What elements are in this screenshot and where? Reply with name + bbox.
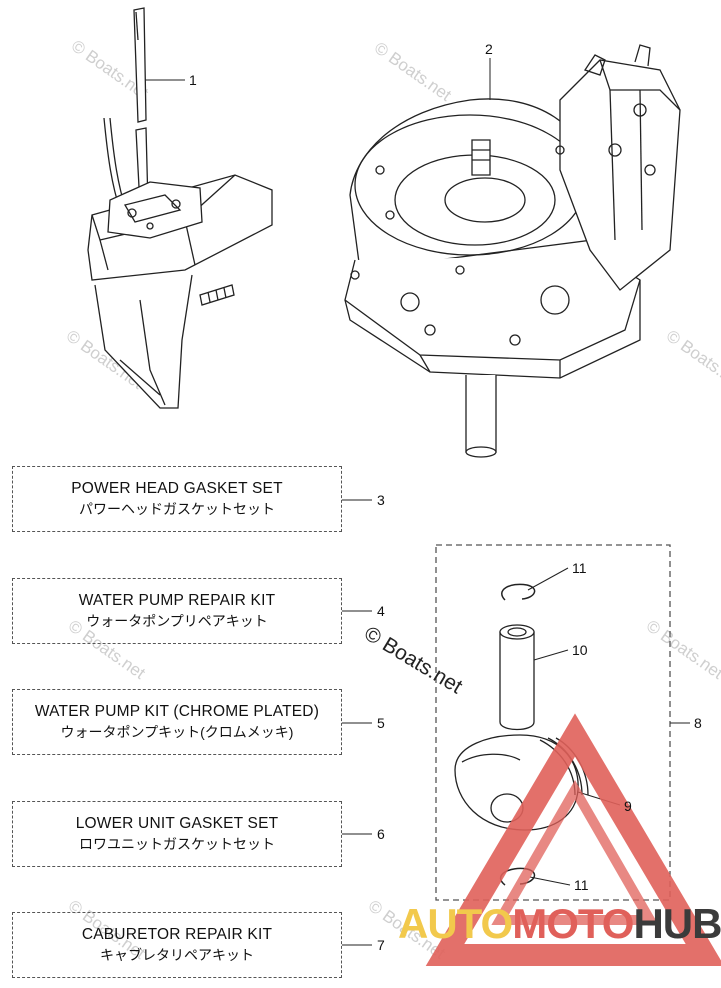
kit-title-en: LOWER UNIT GASKET SET (75, 815, 279, 832)
kit-title-en: CABURETOR REPAIR KIT (81, 926, 273, 943)
piston-pin (499, 624, 535, 731)
kit-title-jp: ウォータポンプリペアキット (86, 613, 268, 629)
lower-unit-drawing (87, 7, 273, 409)
power-head-drawing (344, 44, 681, 458)
kit-title-en: WATER PUMP KIT (CHROME PLATED) (34, 703, 320, 720)
kit-title-en: WATER PUMP REPAIR KIT (78, 592, 276, 609)
callout-4: 4 (377, 603, 385, 619)
brand-wordmark: AUTOMOTOHUB (398, 900, 721, 948)
brand-triangle-logo (425, 713, 721, 966)
callout-11-top: 11 (572, 560, 587, 576)
kit-title-jp: キャブレタリペアキット (100, 947, 254, 963)
kit-title-jp: パワーヘッドガスケットセット (79, 501, 275, 517)
kit-box-power-head-gasket: POWER HEAD GASKET SET パワーヘッドガスケットセット (12, 466, 342, 532)
kit-box-carburetor-repair: CABURETOR REPAIR KIT キャブレタリペアキット (12, 912, 342, 978)
callout-10: 10 (572, 642, 588, 658)
callout-8: 8 (694, 715, 702, 731)
callout-6: 6 (377, 826, 385, 842)
callout-7: 7 (377, 937, 385, 953)
kit-box-water-pump-repair: WATER PUMP REPAIR KIT ウォータポンプリペアキット (12, 578, 342, 644)
brand-part-hub: HUB (633, 900, 721, 947)
callout-11-bottom: 11 (574, 877, 589, 893)
kit-title-jp: ウォータポンプキット(クロムメッキ) (60, 724, 294, 740)
callout-9: 9 (624, 798, 632, 814)
callout-5: 5 (377, 715, 385, 731)
brand-part-moto: MOTO (512, 900, 634, 947)
kit-title-en: POWER HEAD GASKET SET (71, 480, 283, 497)
kit-box-water-pump-chrome: WATER PUMP KIT (CHROME PLATED) ウォータポンプキッ… (12, 689, 342, 755)
callout-2: 2 (485, 41, 493, 57)
kit-title-jp: ロワユニットガスケットセット (79, 836, 275, 852)
callout-1: 1 (189, 72, 197, 88)
kit-box-lower-unit-gasket: LOWER UNIT GASKET SET ロワユニットガスケットセット (12, 801, 342, 867)
callout-3: 3 (377, 492, 385, 508)
brand-part-auto: AUTO (398, 900, 513, 947)
